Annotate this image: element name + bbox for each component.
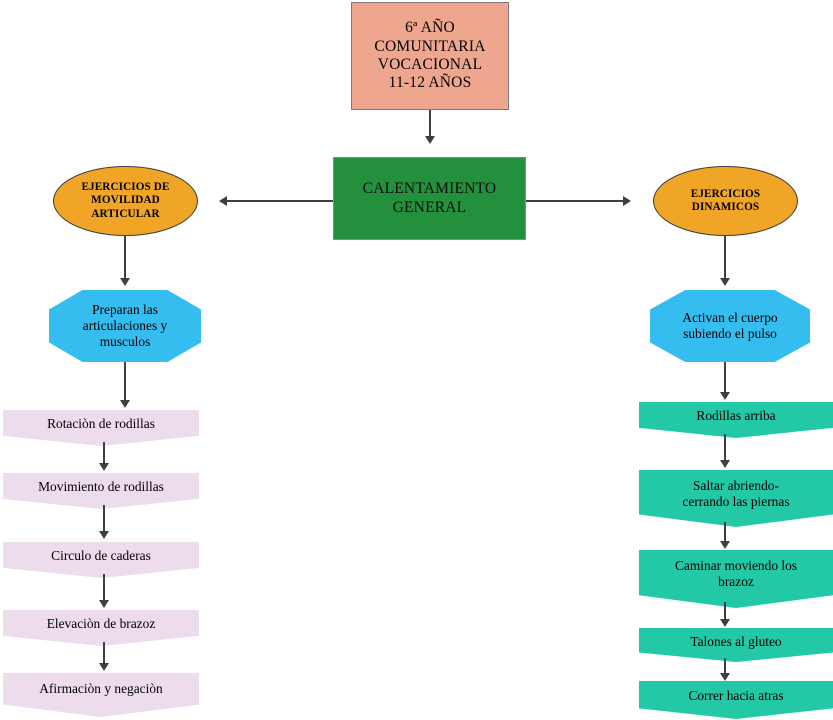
arrowhead-left-oval-to-octagon <box>120 278 130 286</box>
node-right-step-5[interactable]: Correr hacia atras <box>639 681 833 719</box>
connector-right-step-2-to-3 <box>724 522 726 544</box>
node-right-oval-label: EJERCICIOS DINAMICOS <box>690 187 761 213</box>
node-left-step-3[interactable]: Circulo de caderas <box>3 542 199 578</box>
node-right-step-2[interactable]: Saltar abriendo- cerrando las piernas <box>639 470 833 527</box>
node-left-oval[interactable]: EJERCICIOS DE MOVILIDAD ARTICULAR <box>53 166 198 236</box>
connector-left-step-3-to-4 <box>103 574 105 602</box>
node-left-step-5-label: Afirmaciòn y negaciòn <box>39 681 163 697</box>
arrowhead-main-to-right-oval <box>623 196 631 206</box>
node-left-octagon[interactable]: Preparan las articulaciones y musculos <box>49 290 201 362</box>
node-main-box[interactable]: CALENTAMIENTO GENERAL <box>333 157 526 240</box>
arrowhead-main-to-left-oval <box>219 196 227 206</box>
node-right-octagon[interactable]: Activan el cuerpo subiendo el pulso <box>650 290 810 362</box>
arrowhead-right-oval-to-octagon <box>720 278 730 286</box>
node-right-step-3[interactable]: Caminar moviendo los brazoz <box>639 550 833 608</box>
arrowhead-left-step-4-to-5 <box>99 663 109 671</box>
connector-left-step-4-to-5 <box>103 642 105 666</box>
node-right-step-1[interactable]: Rodillas arriba <box>639 402 833 438</box>
node-left-octagon-label: Preparan las articulaciones y musculos <box>82 302 168 349</box>
node-left-step-1-label: Rotaciòn de rodillas <box>47 416 155 432</box>
arrowhead-right-octagon-to-step-1 <box>720 392 730 400</box>
arrowhead-right-step-1-to-2 <box>720 460 730 468</box>
connector-left-step-2-to-3 <box>103 505 105 533</box>
node-right-step-4[interactable]: Talones al gluteo <box>639 628 833 662</box>
node-left-step-2-label: Movimiento de rodillas <box>38 479 164 495</box>
connector-right-oval-to-octagon <box>724 236 726 282</box>
connector-title-to-main <box>429 110 431 140</box>
node-left-step-4-label: Elevaciòn de brazoz <box>46 616 156 632</box>
arrowhead-right-step-2-to-3 <box>720 541 730 549</box>
connector-right-step-1-to-2 <box>724 434 726 462</box>
node-left-oval-label: EJERCICIOS DE MOVILIDAD ARTICULAR <box>81 181 170 220</box>
arrowhead-left-step-1-to-2 <box>99 463 109 471</box>
connector-main-to-left-oval <box>227 200 333 202</box>
node-right-oval[interactable]: EJERCICIOS DINAMICOS <box>653 166 798 236</box>
connector-left-octagon-to-step-1 <box>124 362 126 404</box>
node-left-step-3-label: Circulo de caderas <box>51 548 151 564</box>
arrowhead-right-step-4-to-5 <box>720 673 730 681</box>
arrowhead-left-octagon-to-step-1 <box>120 400 130 408</box>
node-main-box-label: CALENTAMIENTO GENERAL <box>362 180 497 216</box>
node-title-box[interactable]: 6ª AÑO COMUNITARIA VOCACIONAL 11-12 AÑOS <box>351 2 509 110</box>
node-left-step-2[interactable]: Movimiento de rodillas <box>3 473 199 509</box>
node-left-step-4[interactable]: Elevaciòn de brazoz <box>3 610 199 646</box>
node-right-step-1-label: Rodillas arriba <box>696 408 776 424</box>
arrowhead-left-step-3-to-4 <box>99 600 109 608</box>
node-left-step-1[interactable]: Rotaciòn de rodillas <box>3 410 199 446</box>
connector-right-step-3-to-4 <box>724 602 726 622</box>
node-right-step-4-label: Talones al gluteo <box>690 633 782 649</box>
connector-main-to-right-oval <box>526 200 625 202</box>
connector-left-oval-to-octagon <box>124 236 126 282</box>
arrowhead-title-to-main <box>425 136 435 144</box>
node-right-step-5-label: Correr hacia atras <box>688 687 784 703</box>
connector-right-octagon-to-step-1 <box>724 362 726 396</box>
node-title-box-label: 6ª AÑO COMUNITARIA VOCACIONAL 11-12 AÑOS <box>374 19 486 92</box>
node-right-step-3-label: Caminar moviendo los brazoz <box>675 558 797 589</box>
connector-left-step-1-to-2 <box>103 442 105 466</box>
node-right-step-2-label: Saltar abriendo- cerrando las piernas <box>682 477 790 509</box>
arrowhead-right-step-3-to-4 <box>720 619 730 627</box>
node-left-step-5[interactable]: Afirmaciòn y negaciòn <box>3 673 199 717</box>
node-right-octagon-label: Activan el cuerpo subiendo el pulso <box>682 310 778 341</box>
arrowhead-left-step-2-to-3 <box>99 531 109 539</box>
connector-right-step-4-to-5 <box>724 658 726 676</box>
